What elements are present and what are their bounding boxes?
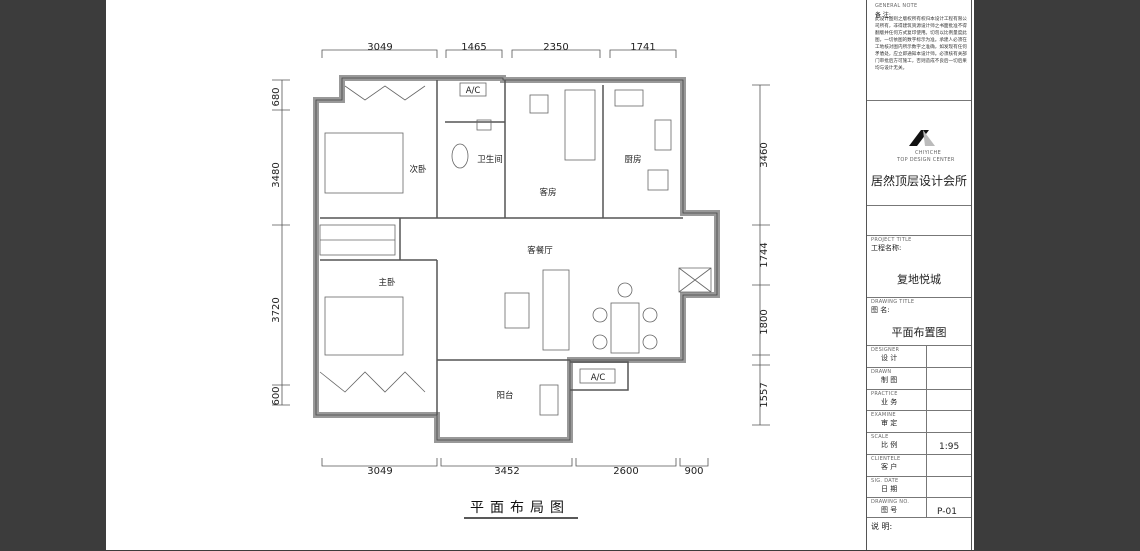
general-note: 此设计图则之版权所有权归本设计工程有限公司所有，非得建筑资源设计师之书面批准不得… — [875, 17, 967, 71]
row-cn: 图 号 — [881, 506, 898, 514]
outer-walls — [313, 75, 720, 443]
row-en: PRACTICE — [871, 391, 898, 397]
logo-text: CHIYICHE — [915, 150, 942, 156]
row-cn: 日 期 — [881, 485, 898, 493]
row-en: EXAMINE — [871, 412, 896, 418]
ac-label: A/C — [591, 373, 606, 383]
drawing-sheet — [106, 0, 974, 550]
dim-right: 1744 — [759, 242, 770, 267]
remark-label: 说 明: — [871, 522, 893, 531]
room-label-living-dining: 客餐厅 — [527, 245, 553, 256]
row-cn: 比 例 — [881, 441, 898, 449]
row-cn: 审 定 — [881, 419, 898, 427]
company-logo — [909, 130, 935, 146]
ac-label: A/C — [466, 86, 481, 96]
row-en: DESIGNER — [871, 347, 900, 353]
room-label-kitchen: 厨房 — [624, 154, 641, 165]
floor-plan: 3049 1465 2350 1741 3049 3452 2600 900 6… — [271, 42, 770, 519]
dim-left: 680 — [271, 87, 282, 106]
room-label-balcony: 阳台 — [496, 390, 513, 401]
project-cn: 工程名称: — [871, 244, 902, 252]
row-en: SIG. DATE — [871, 478, 899, 484]
drawing-no-value: P-01 — [937, 507, 957, 517]
note-cn: 备 注: — [875, 12, 891, 19]
note-en: GENERAL NOTE — [875, 3, 918, 9]
drawing-cn: 图 名: — [871, 306, 890, 314]
dim-right: 1800 — [759, 309, 770, 334]
row-cn: 客 户 — [881, 463, 898, 471]
dimension-lines — [272, 49, 770, 467]
row-en: CLIENTELE — [871, 456, 901, 462]
project-name: 复地悦城 — [897, 273, 941, 286]
dim-bottom: 3452 — [494, 466, 519, 477]
plan-title: 平面布局图 — [470, 500, 570, 516]
dim-left: 600 — [271, 386, 282, 405]
room-label-master-bedroom: 主卧 — [378, 277, 396, 288]
project-en: PROJECT TITLE — [871, 237, 912, 243]
dim-bottom: 900 — [684, 466, 703, 477]
outer-walls-line — [315, 77, 718, 441]
row-cn: 制 图 — [881, 376, 898, 384]
row-cn: 业 务 — [881, 398, 898, 406]
divider — [867, 100, 971, 101]
row-en: DRAWN — [871, 369, 892, 375]
room-label-bathroom: 卫生间 — [477, 154, 503, 165]
dim-top: 1741 — [630, 42, 655, 53]
company-name: 居然顶层设计会所 — [870, 174, 967, 188]
drawing-en: DRAWING TITLE — [871, 299, 915, 305]
row-cn: 设 计 — [881, 354, 898, 362]
drawing-name: 平面布置图 — [891, 326, 947, 339]
dim-top: 2350 — [543, 42, 568, 53]
dim-bottom: 2600 — [613, 466, 638, 477]
scale-value: 1:95 — [939, 442, 960, 452]
row-en: DRAWING NO. — [871, 499, 910, 505]
title-block: GENERAL NOTE 备 注: 此设计图则之版权所有权归本设计工程有限公司所… — [866, 0, 972, 550]
furniture — [319, 82, 712, 416]
room-label-guest-room: 客房 — [539, 187, 556, 198]
dim-bottom: 3049 — [367, 466, 392, 477]
tb-row-drawing-no: DRAWING NO.图 号 P-01 — [867, 497, 971, 518]
room-label-second-bedroom: 次卧 — [409, 164, 427, 175]
dim-top: 1465 — [461, 42, 486, 53]
dim-right: 1557 — [759, 382, 770, 407]
interior-walls — [320, 80, 683, 415]
logo-text: TOP DESIGN CENTER — [897, 157, 955, 163]
row-en: SCALE — [871, 434, 889, 440]
dim-right: 3460 — [759, 142, 770, 167]
dim-left: 3720 — [271, 297, 282, 322]
dim-top: 3049 — [367, 42, 392, 53]
dim-left: 3480 — [271, 162, 282, 187]
